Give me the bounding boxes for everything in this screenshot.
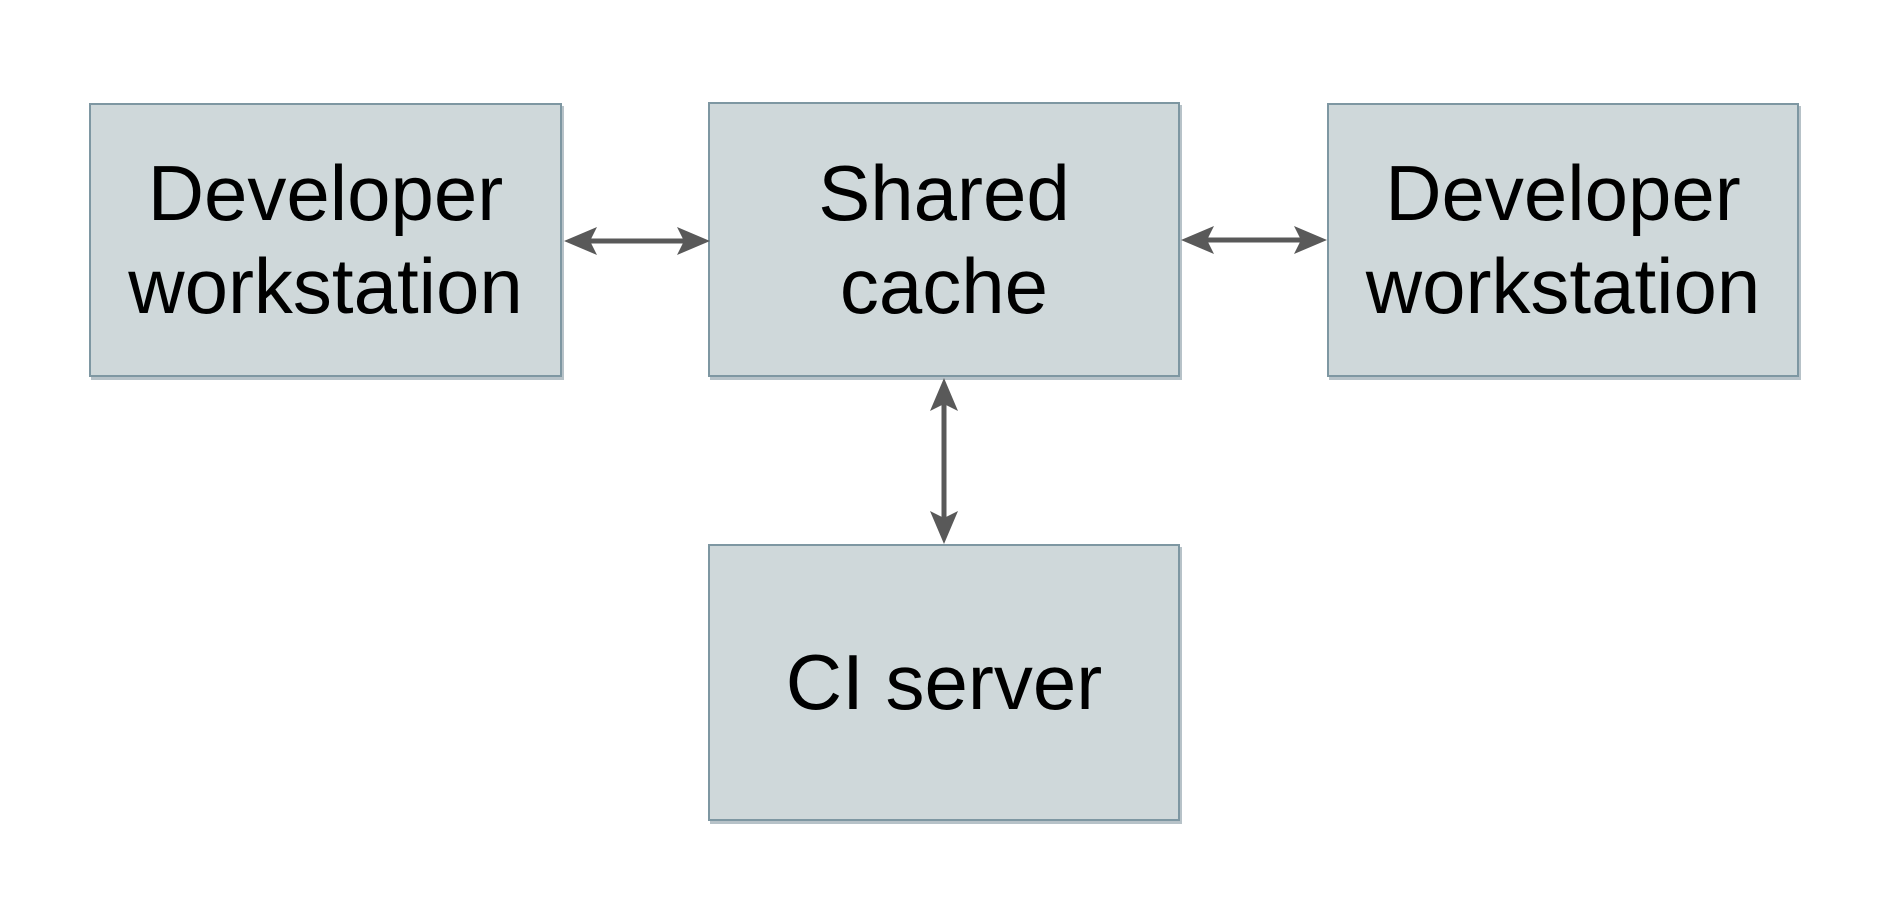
node-label-line: Developer xyxy=(147,149,504,237)
double-arrow-icon-right xyxy=(1181,226,1327,254)
node-label-line: Shared xyxy=(818,148,1070,237)
node-shared-cache: Shared cache xyxy=(708,102,1180,377)
node-ci-server: CI server xyxy=(708,544,1180,821)
node-developer-workstation-left: Developer workstation xyxy=(89,103,562,377)
node-label-line: cache xyxy=(839,241,1049,330)
double-arrow-icon-left xyxy=(564,227,710,255)
node-developer-workstation-right: Developer workstation xyxy=(1327,103,1799,377)
node-label-line: workstation xyxy=(128,242,523,330)
node-label-line: Developer xyxy=(1385,149,1741,237)
double-arrow-icon-vertical xyxy=(930,378,958,544)
node-label-line: workstation xyxy=(1365,242,1761,330)
node-label-line: CI server xyxy=(785,638,1103,726)
